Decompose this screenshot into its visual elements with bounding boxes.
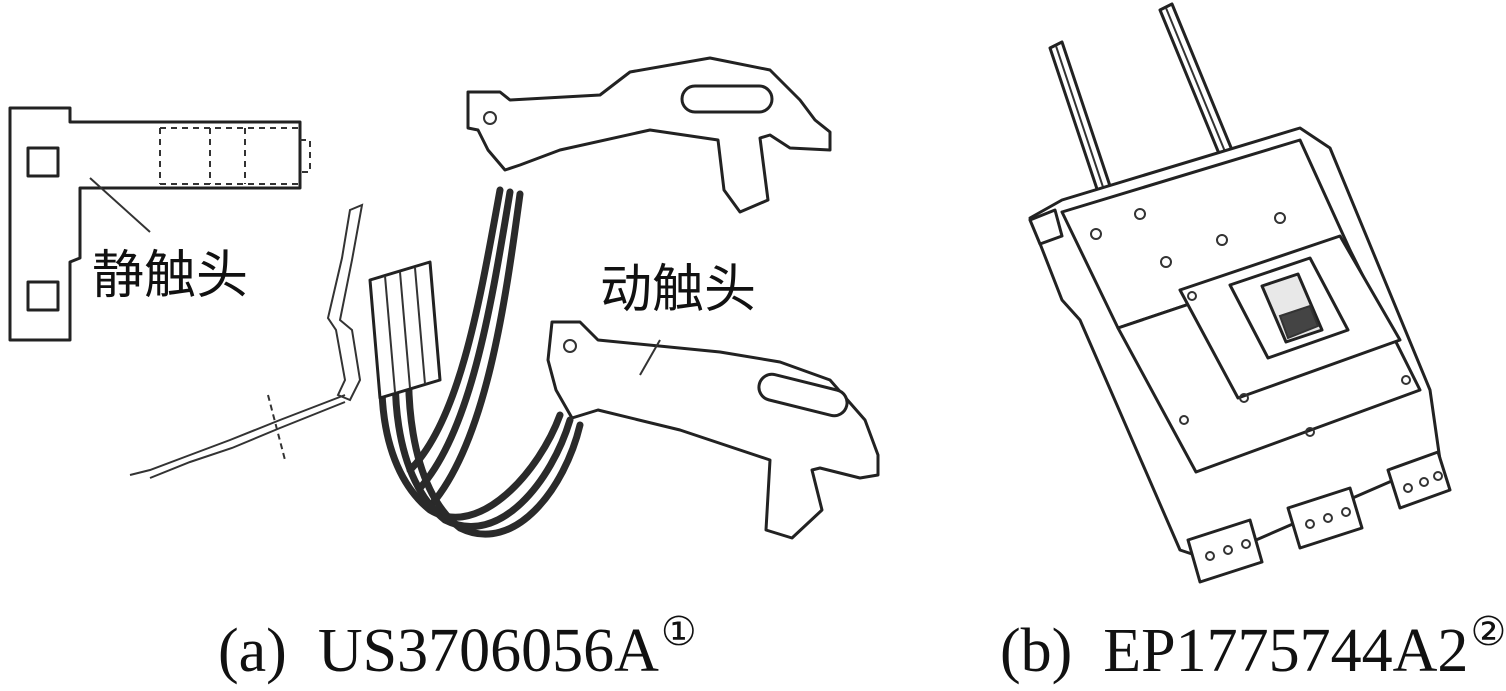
contacts-drawing [8,56,880,540]
caption-a: (a) US3706056A① [218,612,697,682]
upper-contact-arm [466,56,832,214]
caption-b-prefix: (b) [1000,617,1073,685]
panel-b-breaker-figure: (b) EP1775744A2② [1000,0,1506,691]
caption-b: (b) EP1775744A2② [1000,612,1506,682]
breaker-drawing [1028,2,1452,584]
moving-contact-label: 动触头 [600,260,757,320]
breaker-body [1028,126,1442,562]
caption-a-prefix: (a) [218,617,287,685]
lower-terminal-lugs [1186,450,1452,584]
static-contact-shape [8,106,311,342]
caption-a-note: ① [660,609,697,655]
terminal-bars [1048,2,1234,200]
lower-contact-arm [546,320,880,540]
static-contact-label: 静触头 [92,246,249,306]
panel-a-contacts-figure: 静触头 动触头 (a) US3706056A① [8,56,880,682]
contact-stack [129,203,442,479]
caption-a-patent-id: US3706056A [317,617,659,685]
caption-b-patent-id: EP1775744A2 [1103,617,1469,685]
caption-b-note: ② [1470,609,1506,655]
left-terminal-lug [1028,208,1064,246]
